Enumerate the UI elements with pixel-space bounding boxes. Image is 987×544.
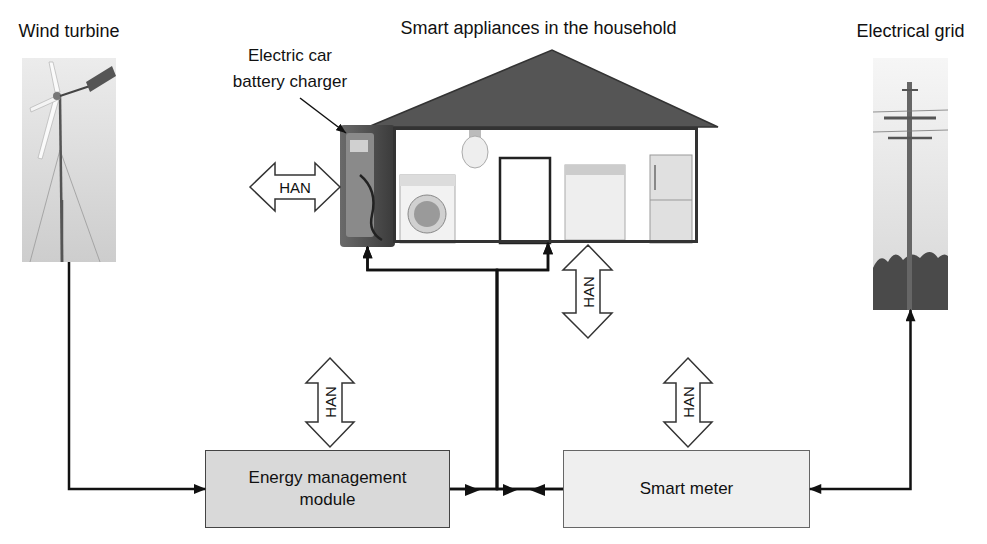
node-text: Electrical grid bbox=[856, 21, 964, 42]
household: Smart appliances in the household bbox=[393, 127, 698, 243]
han-arrow bbox=[250, 163, 340, 211]
junction-arrowhead bbox=[530, 484, 545, 496]
dishwasher bbox=[565, 165, 625, 240]
house-door bbox=[500, 158, 550, 243]
washer-door bbox=[408, 195, 446, 233]
power-wire bbox=[873, 130, 948, 132]
cross-arm bbox=[902, 89, 918, 91]
washer-panel bbox=[400, 175, 455, 186]
charger-cable bbox=[360, 175, 382, 240]
power-line bbox=[497, 243, 563, 489]
turbine-hub bbox=[53, 92, 61, 100]
power-pole bbox=[907, 82, 912, 310]
power-line bbox=[450, 243, 548, 489]
car-charger: Electric car battery charger bbox=[340, 125, 395, 247]
power-line bbox=[69, 262, 205, 489]
process-box: Smart meter bbox=[563, 450, 810, 528]
washing-machine bbox=[400, 175, 455, 243]
node-text: Wind turbine bbox=[18, 21, 119, 42]
turbine-blade bbox=[49, 62, 60, 92]
power-line bbox=[810, 310, 911, 489]
dishwasher-panel bbox=[565, 165, 625, 175]
cross-arm bbox=[888, 137, 932, 140]
process-box: Energy management module bbox=[205, 450, 450, 528]
interface-label: HAN bbox=[580, 276, 597, 308]
washer-drum bbox=[414, 201, 440, 227]
han-arrow bbox=[563, 245, 612, 338]
guy-wire bbox=[60, 150, 100, 262]
junction-arrowhead bbox=[503, 484, 517, 496]
turbine-tower bbox=[61, 200, 64, 262]
interface-label: HAN bbox=[322, 386, 339, 418]
power-wire bbox=[873, 110, 948, 112]
han-arrow bbox=[664, 358, 712, 447]
house-roof bbox=[368, 50, 718, 127]
junction-arrowhead bbox=[465, 484, 480, 496]
wind-turbine: Wind turbine bbox=[22, 58, 116, 262]
grid-photo bbox=[873, 58, 948, 310]
cross-arm bbox=[884, 117, 936, 120]
charger-screen bbox=[350, 140, 368, 152]
turbine-tower bbox=[60, 96, 62, 262]
han-arrow bbox=[306, 358, 354, 447]
light-bulb bbox=[462, 136, 488, 168]
interface-label: HAN bbox=[680, 386, 697, 418]
guy-wire bbox=[30, 150, 60, 262]
node-text: Smart meter bbox=[640, 478, 734, 500]
interface-label: HAN bbox=[279, 179, 311, 196]
node-text: Electric car battery charger bbox=[225, 43, 355, 96]
fridge-split bbox=[650, 200, 692, 201]
turbine-photo bbox=[22, 58, 116, 262]
fridge-handle bbox=[654, 165, 656, 190]
tail-boom bbox=[60, 86, 90, 96]
node-text: Energy management module bbox=[234, 467, 421, 511]
leader-line bbox=[300, 98, 346, 133]
node-text: Smart appliances in the household bbox=[400, 18, 676, 39]
charger-body bbox=[340, 125, 395, 247]
tail-vane bbox=[86, 66, 116, 92]
refrigerator bbox=[650, 155, 692, 243]
electrical-grid: Electrical grid bbox=[873, 58, 948, 310]
